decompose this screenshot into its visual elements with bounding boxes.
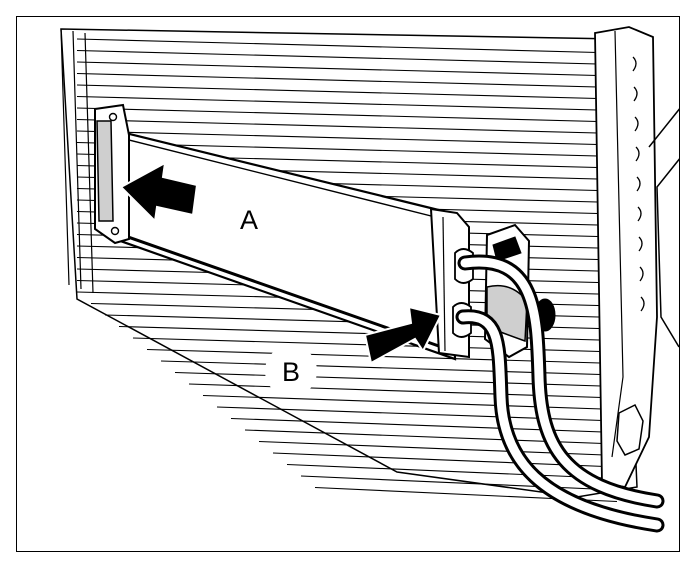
left-bracket-bolt-hole xyxy=(108,112,118,122)
radiator-fin xyxy=(76,118,618,135)
left-bracket-bolt-hole-lower xyxy=(110,226,120,236)
radiator-fin xyxy=(286,463,618,480)
radiator-fin xyxy=(76,107,618,123)
oil-cooler-top-rail xyxy=(108,134,452,222)
arrow-a: A xyxy=(119,161,275,245)
radiator-fin xyxy=(76,38,618,54)
radiator-fin xyxy=(76,61,618,77)
side-frame-bracket xyxy=(648,108,679,348)
arrow-a-icon xyxy=(119,161,199,224)
radiator-fin xyxy=(300,475,618,491)
radiator-fin xyxy=(76,72,618,89)
radiator-fin xyxy=(76,95,618,112)
oil-lines xyxy=(455,254,665,533)
oil-cooler-diagram: A B xyxy=(60,26,679,533)
right-end-tank-seam xyxy=(442,216,446,352)
radiator-fin xyxy=(76,49,618,66)
radiator-fin xyxy=(76,130,618,146)
label-a: A xyxy=(240,205,258,235)
left-bracket-flange xyxy=(96,120,114,222)
arrow-b-icon xyxy=(363,305,443,365)
side-frame-clip xyxy=(616,403,644,456)
side-frame-slots xyxy=(632,56,645,312)
illustration-frame: A B xyxy=(16,16,680,552)
label-b: B xyxy=(282,357,300,387)
radiator-fin xyxy=(76,84,618,100)
side-frame xyxy=(594,26,679,489)
side-frame-inner xyxy=(611,30,624,458)
arrow-b: B xyxy=(265,305,443,397)
radiator-left-edge xyxy=(60,28,94,294)
